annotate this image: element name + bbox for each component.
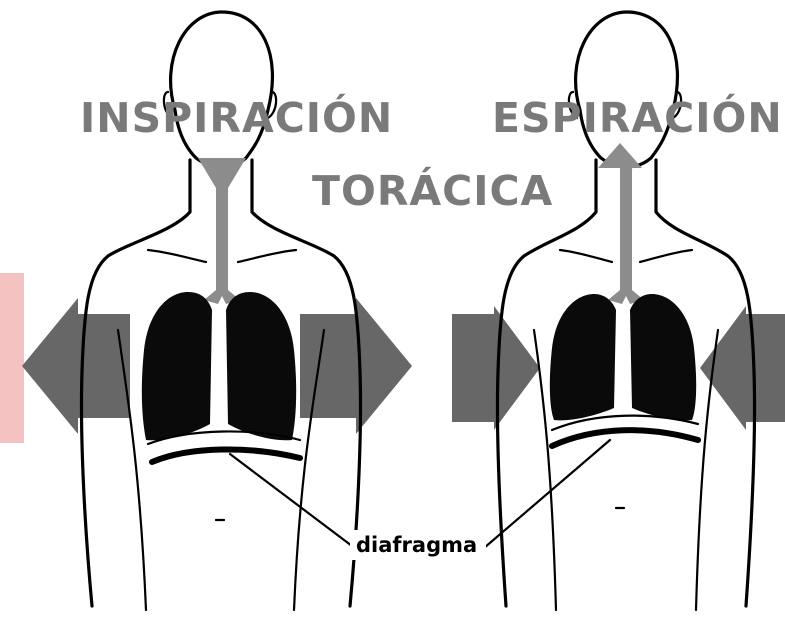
airway-trachea xyxy=(198,158,246,304)
outward-arrow-left xyxy=(22,298,130,434)
diaphragm-pointer-left xyxy=(228,452,354,548)
right-lung xyxy=(226,292,297,441)
head-outline xyxy=(169,10,275,169)
expiration-label: ESPIRACIÓN xyxy=(492,94,783,142)
diaphragm-label-bg xyxy=(350,530,486,560)
inspiration-figure xyxy=(22,10,412,612)
airway-trachea-2 xyxy=(598,143,644,304)
inward-arrow-left xyxy=(452,306,540,430)
diaphragm-curve-2 xyxy=(549,427,701,449)
outward-arrow-right xyxy=(300,298,412,434)
expiration-figure xyxy=(452,10,785,612)
left-lung xyxy=(141,292,212,441)
diaphragm-pointer-right xyxy=(482,438,612,550)
right-lung-2 xyxy=(630,294,697,421)
left-lung-2 xyxy=(549,294,616,421)
diaphragm-label: diafragma xyxy=(356,533,477,557)
torso-outline xyxy=(79,158,192,608)
inspiration-label: INSPIRACIÓN xyxy=(80,94,393,142)
inward-arrow-right xyxy=(700,306,785,430)
diaphragm-curve xyxy=(149,446,303,465)
torso-outline-2 xyxy=(495,158,598,608)
head-outline-2 xyxy=(574,10,680,169)
watermark-fragment xyxy=(0,273,24,443)
thoracic-label: TORÁCICA xyxy=(312,167,553,215)
